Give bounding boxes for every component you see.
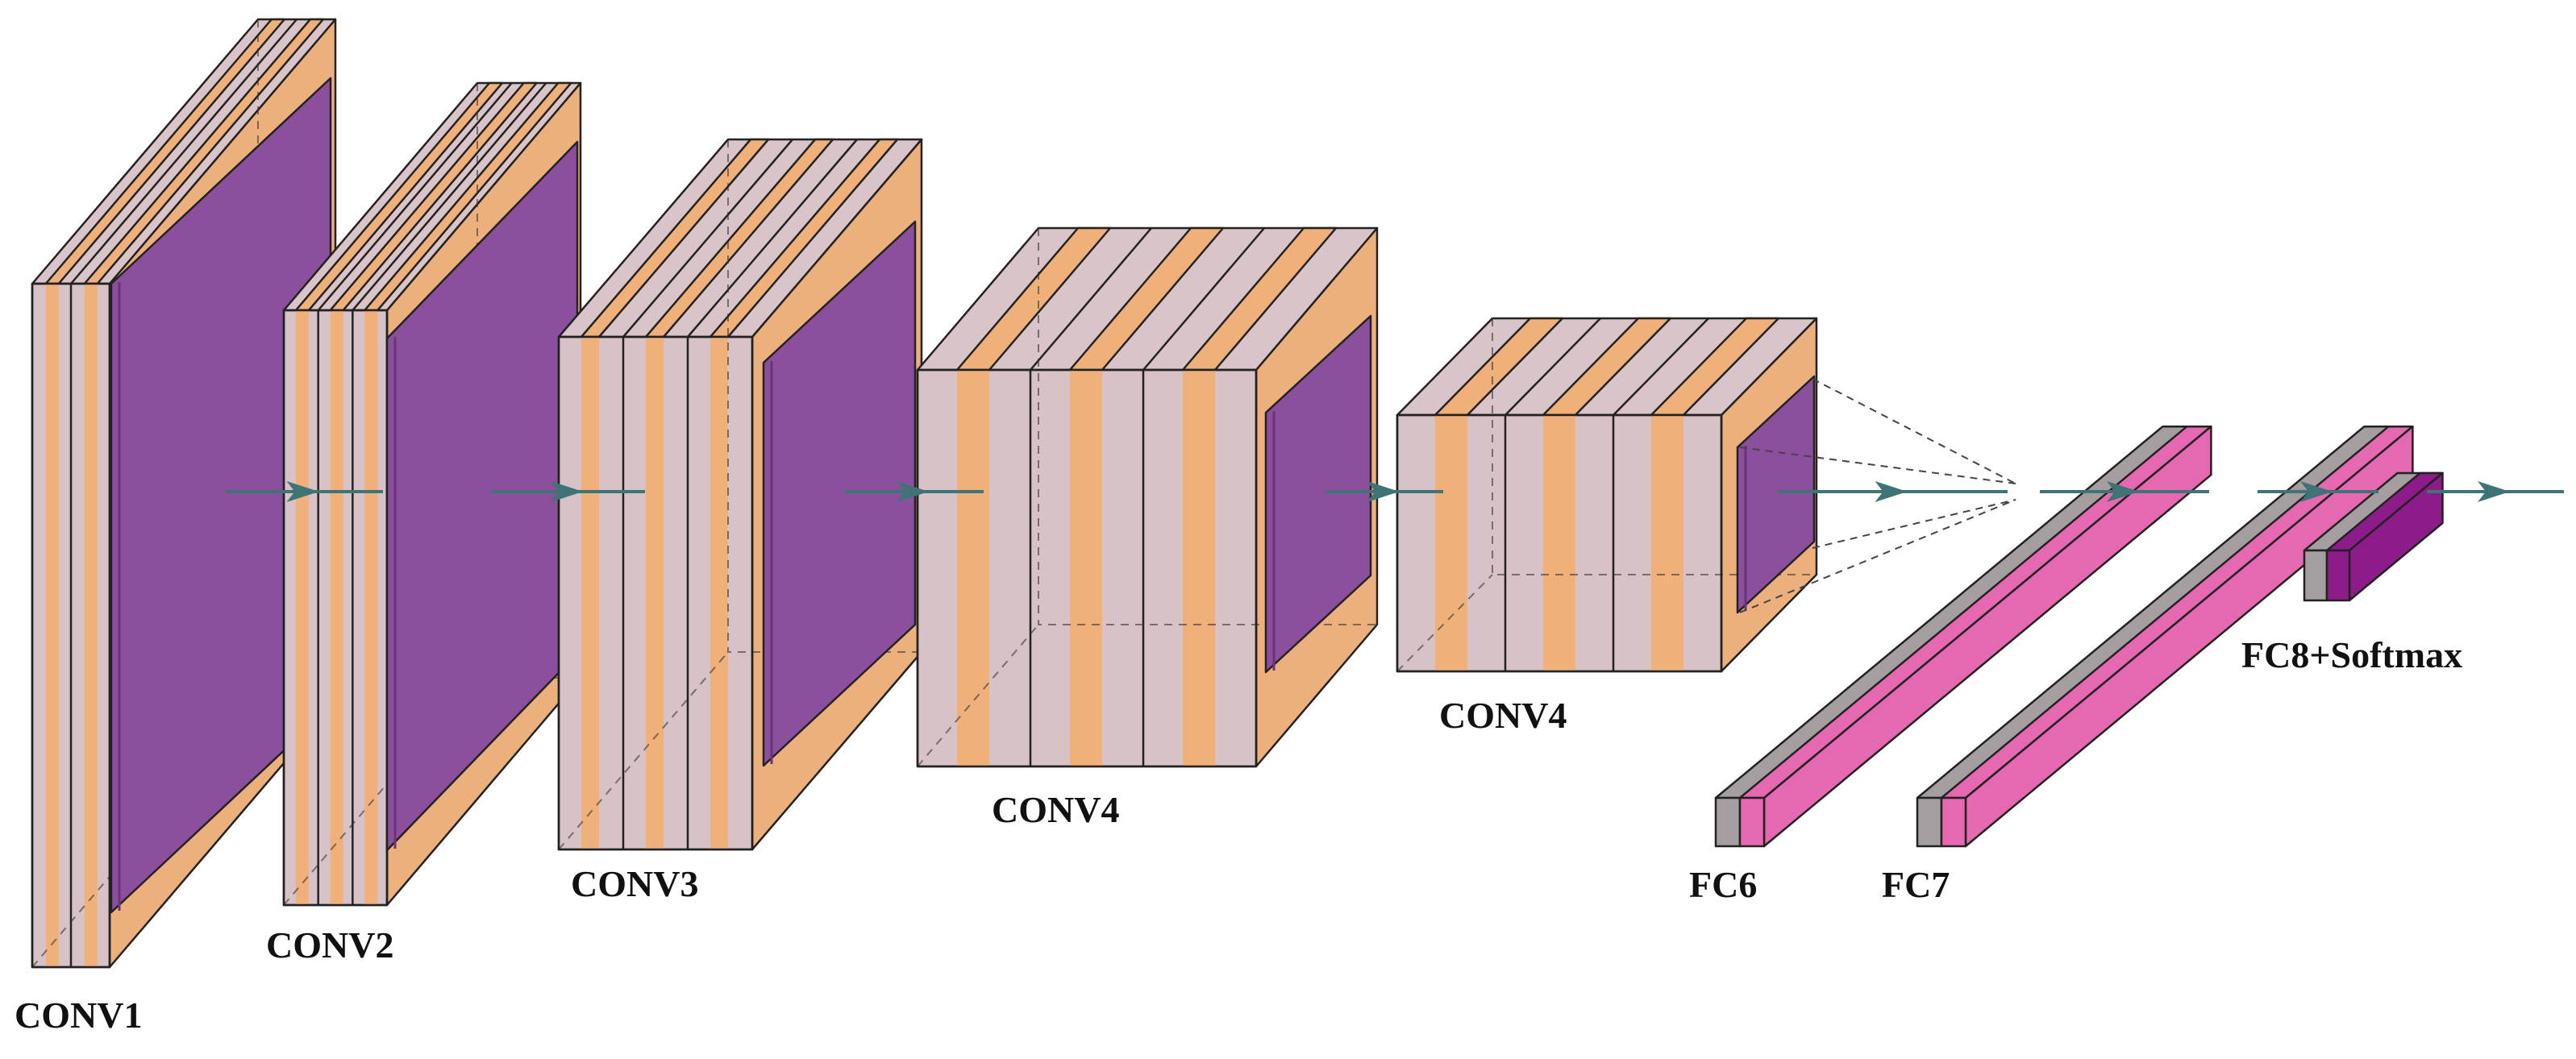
block-conv2-front-stripe: [364, 310, 378, 905]
label-conv3: CONV3: [571, 863, 698, 904]
block-conv1-slice-top-edge: [70, 19, 298, 284]
label-fc8-softmax: FC8+Softmax: [2241, 634, 2462, 675]
label-fc7: FC7: [1882, 864, 1950, 905]
block-conv3-front-stripe: [710, 337, 728, 849]
block-conv4-second-hidden-edges: [1396, 318, 1817, 672]
flow-arrowhead-1: [551, 481, 583, 502]
fc8-front-softmax: [2325, 549, 2351, 602]
block-conv3: [557, 138, 923, 851]
label-fc6: FC6: [1689, 864, 1757, 905]
block-fc7-front-gray: [1916, 796, 1943, 848]
block-conv4-first: [916, 226, 1379, 768]
block-conv2-front-stripe: [295, 310, 309, 905]
block-conv1-front-stripe: [84, 284, 98, 967]
layer-blocks: [31, 18, 2444, 969]
block-fc6-front-pink: [1738, 796, 1766, 848]
label-conv4-first: CONV4: [992, 789, 1119, 830]
block-conv3-kernel: [762, 220, 917, 767]
block-conv3-outline: [557, 335, 754, 851]
data-flow-arrows: [226, 481, 2564, 502]
block-conv4-first-kernel: [1264, 314, 1372, 674]
fc8-front-gray: [2303, 549, 2328, 602]
flow-arrowhead-6: [2300, 481, 2333, 502]
label-conv4-second: CONV4: [1439, 695, 1567, 736]
block-conv2-slice-top-edge: [317, 82, 513, 311]
block-conv3-front-stripe: [646, 337, 664, 849]
block-conv4-second: [1396, 317, 1818, 673]
block-conv4-first-outline: [916, 368, 1258, 768]
block-fc7: [1916, 425, 2414, 848]
flow-arrowhead-5: [2107, 481, 2139, 502]
block-conv3-slice-top-edge: [687, 139, 858, 338]
flow-arrowhead-3: [1367, 481, 1400, 502]
block-conv3-slice-top-edge: [622, 139, 793, 338]
block-conv4-second-slice-top-edge: [1613, 318, 1709, 416]
flow-arrowhead-0: [286, 481, 319, 502]
flow-arrowhead-7: [2478, 481, 2510, 502]
block-conv4-first-slice-top-edge: [1030, 227, 1152, 371]
block-conv1-outline: [31, 282, 111, 969]
block-conv4-first-front-stripe: [1183, 370, 1215, 766]
block-conv4-first-front-stripe: [957, 370, 989, 766]
block-conv2: [282, 81, 582, 907]
block-conv2-slice-top-edge: [352, 82, 547, 311]
block-conv3-front-stripe: [581, 337, 599, 849]
flow-arrowhead-2: [897, 481, 929, 502]
block-fc8-softmax: [2303, 471, 2444, 602]
flow-arrowhead-4: [1875, 481, 1908, 502]
block-conv4-first-hidden-edges: [917, 228, 1377, 767]
label-conv2: CONV2: [266, 924, 393, 966]
block-conv4-second-kernel: [1736, 375, 1816, 614]
block-conv4-first-front-stripe: [1070, 370, 1102, 766]
block-conv4-second-front-stripe: [1542, 415, 1575, 671]
block-conv1-front-stripe: [45, 284, 59, 967]
projection-line-3: [1812, 499, 2016, 549]
block-conv4-second-front-stripe: [1650, 415, 1683, 671]
block-fc6: [1714, 425, 2212, 848]
block-conv4-second-front-stripe: [1434, 415, 1467, 671]
block-fc7-front-pink: [1940, 796, 1967, 848]
projection-line-2: [1812, 378, 2016, 484]
block-conv4-first-slice-top-edge: [1142, 227, 1265, 371]
block-conv4-second-slice-top-edge: [1504, 318, 1601, 416]
block-conv2-front-stripe: [330, 310, 343, 905]
label-conv1: CONV1: [15, 995, 142, 1036]
block-fc6-front-gray: [1714, 796, 1742, 848]
projection-line-1: [1739, 499, 2016, 613]
block-conv4-second-outline: [1396, 413, 1723, 673]
block-conv1: [31, 18, 337, 969]
